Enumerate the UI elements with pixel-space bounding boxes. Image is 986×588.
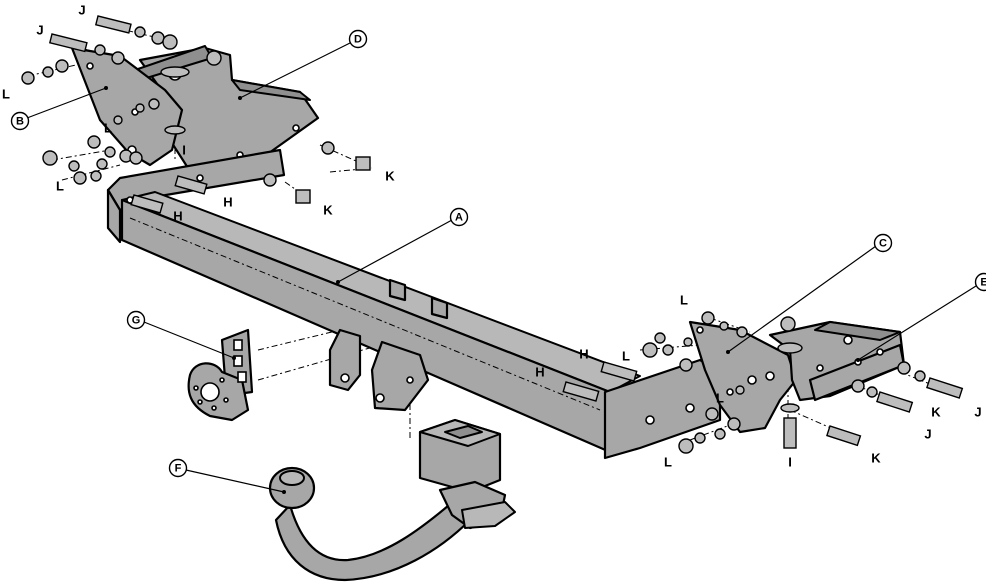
callout-a: A (449, 207, 469, 227)
bracket-c (688, 320, 798, 434)
label-i-1: I (182, 143, 186, 158)
label-k-2: K (323, 203, 333, 218)
callout-e-label: E (980, 277, 986, 289)
label-l-2: L (56, 179, 64, 194)
callout-d: D (348, 29, 368, 49)
label-k-4: K (931, 405, 941, 420)
label-l-7: L (664, 455, 672, 470)
crossbar-a (106, 148, 722, 460)
label-j-4: J (974, 405, 981, 420)
fastener-labels: J J L L L I K K H H L L L L H H I K K J … (2, 3, 982, 470)
label-h-1: H (223, 195, 232, 210)
label-h-3: H (579, 347, 588, 362)
label-j-2: J (36, 23, 43, 38)
label-i-2: I (788, 455, 792, 470)
towball-neck-f (268, 466, 516, 582)
label-l-3: L (104, 121, 112, 136)
callout-c-label: C (879, 238, 887, 250)
callout-b-label: B (16, 116, 24, 128)
fasteners (21, 15, 964, 454)
callouts: D B A C E G (10, 29, 986, 494)
callout-f-label: F (175, 463, 182, 475)
label-l-1: L (2, 87, 10, 102)
label-l-4: L (680, 293, 688, 308)
label-k-3: K (871, 451, 881, 466)
callout-c: C (873, 233, 893, 253)
callout-g: G (126, 310, 146, 330)
label-h-2: H (173, 209, 182, 224)
ball-receiver-housing (418, 418, 502, 494)
callout-d-label: D (354, 34, 362, 46)
callout-e: E (974, 272, 986, 292)
label-j-1: J (78, 3, 85, 18)
label-l-6: L (716, 391, 724, 406)
bracket-e (768, 320, 906, 402)
label-l-5: L (622, 349, 630, 364)
label-j-3: J (924, 427, 931, 442)
label-h-4: H (535, 365, 544, 380)
bracket-b (70, 46, 184, 167)
socket-plate-g (187, 328, 254, 422)
label-k-1: K (385, 169, 395, 184)
callout-g-label: G (132, 315, 141, 327)
callout-b: B (10, 111, 30, 131)
callout-a-label: A (455, 212, 463, 224)
callout-f: F (168, 458, 188, 478)
